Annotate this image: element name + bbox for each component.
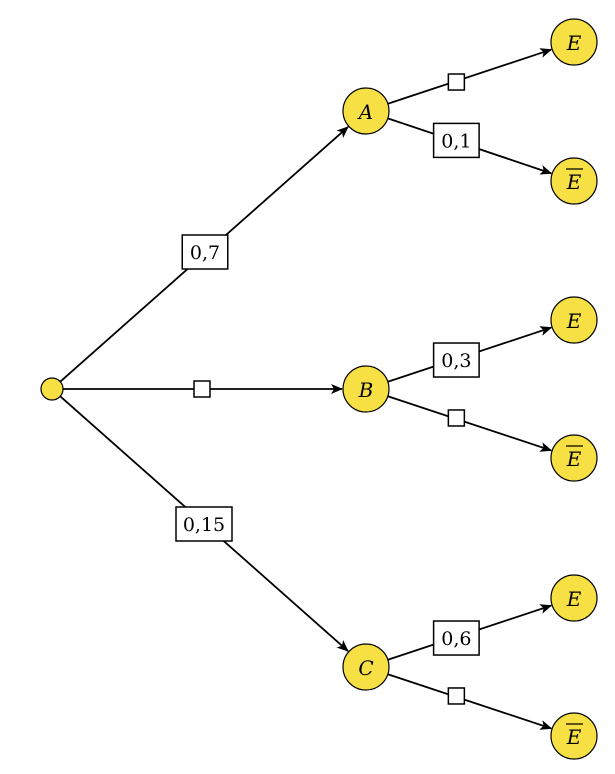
probability-label: 0,15 [183, 514, 225, 536]
node-circle [342, 365, 390, 413]
branch-prob-b [193, 380, 211, 398]
node-b: B [342, 365, 390, 413]
node-label: E [566, 725, 582, 749]
leaf-prob-not-e-a: 0,1 [432, 122, 480, 159]
leaf-prob-e-a [447, 73, 466, 91]
node-label: C [358, 656, 373, 680]
node-circle [550, 574, 598, 622]
node-circle [550, 18, 598, 66]
leaf-prob-e-c: 0,6 [432, 620, 480, 656]
leaf-node-e-b: E [550, 296, 598, 344]
probability-box [432, 620, 480, 656]
probability-box [432, 342, 480, 378]
probability-boxes: 0,7 0,1 0,3 0,15 0,6 [175, 73, 480, 705]
node-label: E [566, 170, 582, 194]
node-circle [40, 377, 64, 401]
edge-c-to-not-e [387, 673, 553, 730]
edge-a-to-e [387, 48, 553, 105]
leaf-node-not-e-c: E [550, 712, 598, 760]
probability-label: 0,7 [190, 242, 220, 264]
empty-probability-box [447, 687, 466, 705]
leaf-node-e-a: E [550, 18, 598, 66]
node-c: C [342, 643, 390, 691]
node-circle [550, 296, 598, 344]
branch-prob-a: 0,7 [181, 234, 229, 270]
probability-box [432, 122, 480, 159]
leaf-prob-not-e-b [447, 409, 466, 427]
node-circle [550, 157, 598, 205]
node-circle [342, 643, 390, 691]
leaf-node-not-e-b: E [550, 434, 598, 482]
probability-label: 0,6 [441, 628, 471, 650]
node-label: E [566, 587, 582, 611]
node-circle [342, 87, 390, 135]
tree-nodes: A E E B E E C E E [40, 18, 598, 760]
leaf-node-e-c: E [550, 574, 598, 622]
empty-probability-box [447, 409, 466, 427]
node-circle [550, 712, 598, 760]
empty-probability-box [447, 73, 466, 91]
leaf-node-not-e-a: E [550, 157, 598, 205]
probability-label: 0,1 [441, 130, 471, 152]
probability-box [175, 506, 233, 542]
node-label: B [358, 378, 374, 402]
edge-b-to-not-e [387, 395, 553, 452]
leaf-prob-e-b: 0,3 [432, 342, 480, 378]
node-label: E [566, 447, 582, 471]
node-a: A [342, 87, 390, 135]
probability-label: 0,3 [441, 350, 471, 372]
node-label: E [566, 31, 582, 55]
empty-probability-box [193, 380, 211, 398]
leaf-prob-not-e-c [447, 687, 466, 705]
node-label: E [566, 309, 582, 333]
node-label: A [357, 100, 373, 124]
root-node [40, 377, 64, 401]
node-circle [550, 434, 598, 482]
branch-prob-c: 0,15 [175, 506, 233, 542]
probability-box [181, 234, 229, 270]
